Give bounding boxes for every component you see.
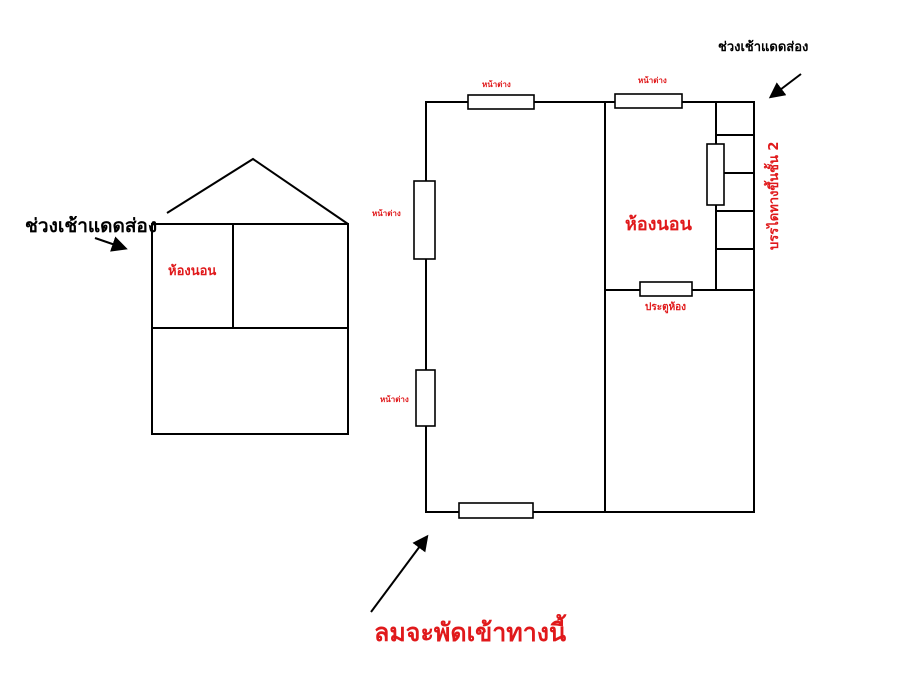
stairs-label: บรรไดทางขึ้นชั้น 2 xyxy=(763,142,782,250)
sun-arrow-right xyxy=(768,73,802,99)
wind-arrow xyxy=(370,534,429,613)
bedroom-plan-label: ห้องนอน xyxy=(625,214,693,235)
house-elevation: ห้องนอน xyxy=(151,157,349,435)
roof-outline xyxy=(166,157,349,225)
window-top-1 xyxy=(467,94,535,110)
window-top-2-label: หน้าต่าง xyxy=(638,75,667,85)
window-left-1 xyxy=(413,180,436,260)
floor-plan: หน้าต่าง หน้าต่าง หน้าต่าง หน้าต่าง ประต… xyxy=(372,75,782,519)
morning-sun-left-label: ช่วงเช้าแดดส่อง xyxy=(25,215,157,237)
window-left-1-label: หน้าต่าง xyxy=(372,208,401,218)
morning-sun-right-label: ช่วงเช้าแดดส่อง xyxy=(718,39,808,55)
window-top-1-label: หน้าต่าง xyxy=(482,79,511,89)
window-left-2 xyxy=(415,369,436,427)
sun-arrow-left xyxy=(94,236,128,252)
plan-outline xyxy=(425,101,755,513)
window-left-2-label: หน้าต่าง xyxy=(380,394,409,404)
wind-direction-label: ลมจะพัดเข้าทางนี้ xyxy=(374,613,567,647)
window-stair xyxy=(706,143,725,206)
window-bottom xyxy=(458,502,534,519)
bedroom-side-label: ห้องนอน xyxy=(168,263,216,279)
room-door-label: ประตูห้อง xyxy=(645,301,686,314)
door-room xyxy=(639,281,693,297)
window-top-2 xyxy=(614,93,683,109)
